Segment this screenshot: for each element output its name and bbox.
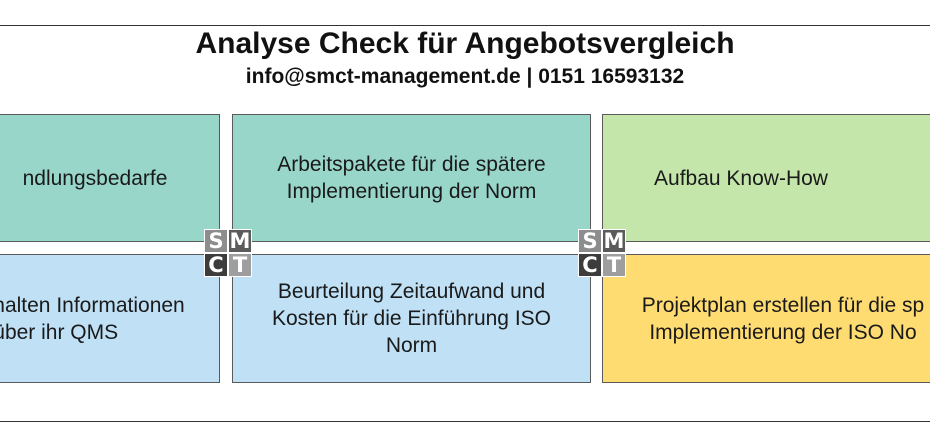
box-label: Kosten für die Einführung ISO (272, 307, 551, 330)
logo-letter: M (228, 229, 252, 253)
box-label: Norm (385, 334, 438, 357)
smct-logo: S M C T (578, 229, 626, 277)
box-label: Implementierung der ISO No (649, 320, 917, 344)
logo-letter: T (602, 253, 626, 277)
box-label: ndlungsbedarfe (22, 166, 168, 190)
top-rule (0, 25, 930, 26)
logo-letter: S (578, 229, 602, 253)
box-label: Implementierung der Norm (286, 180, 537, 203)
logo-letter: T (228, 253, 252, 277)
box-know-how: Aufbau Know-How (602, 114, 930, 242)
logo-letter: C (204, 253, 228, 277)
logo-letter: M (602, 229, 626, 253)
box-zeitaufwand-kosten: Beurteilung Zeitaufwand und Kosten für d… (232, 254, 591, 383)
contact-subtitle: info@smct-management.de | 0151 16593132 (245, 65, 685, 88)
box-label: halten Informationen (0, 293, 185, 317)
smct-logo: S M C T (204, 229, 252, 277)
box-projektplan: Projektplan erstellen für die sp Impleme… (602, 254, 930, 383)
box-label: Projektplan erstellen für die sp (641, 293, 925, 317)
logo-letter: C (578, 253, 602, 277)
page-title: Analyse Check für Angebotsvergleich (195, 27, 735, 60)
box-informationen-qms: halten Informationen über ihr QMS (0, 254, 220, 383)
box-handlungsbedarfe: ndlungsbedarfe (0, 114, 220, 242)
logo-letter: S (204, 229, 228, 253)
box-label: Beurteilung Zeitaufwand und (277, 280, 546, 303)
box-arbeitspakete: Arbeitspakete für die spätere Implementi… (232, 114, 591, 242)
box-label: Arbeitspakete für die spätere (277, 153, 546, 176)
box-label: über ihr QMS (0, 320, 119, 344)
box-label: Aufbau Know-How (654, 166, 828, 190)
bottom-rule (0, 421, 930, 422)
